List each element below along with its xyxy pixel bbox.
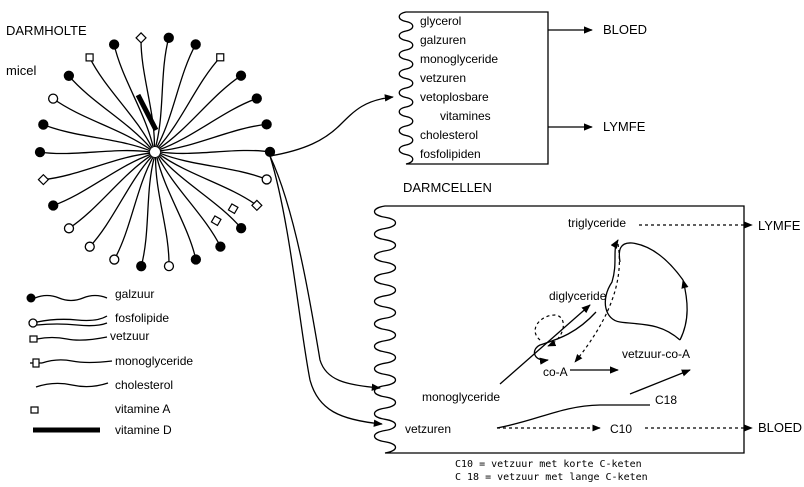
galzuur-head [64, 71, 73, 80]
galzuur-head [262, 120, 271, 129]
legend-item-monoglyceride: monoglyceride [30, 354, 193, 368]
galzuur-head [237, 224, 246, 233]
co-a-label: co-A [543, 365, 568, 379]
micelle-tail [160, 124, 267, 150]
fosfolipide-head [262, 175, 271, 184]
galzuur-head [252, 94, 261, 103]
darmcellen-label: DARMCELLEN [403, 180, 492, 195]
absorbed-item: galzuren [420, 33, 466, 47]
galzuur-head [216, 242, 225, 251]
micelle [36, 33, 275, 271]
legend-item-vetzuur: vetzuur [30, 329, 149, 343]
fosfolipide-head [49, 94, 58, 103]
vetzuur-co-a-label: vetzuur-co-A [622, 347, 690, 361]
fosfolipide-head [110, 255, 119, 264]
absorbed-item: vetoplosbare [420, 90, 489, 104]
legend-label: galzuur [115, 287, 154, 301]
micelle-tail [156, 38, 169, 147]
absorbed-item: vetzuren [420, 71, 466, 85]
micelle-tail [160, 150, 270, 153]
absorbed-list: glycerol galzuren monoglyceride vetzuren… [420, 14, 498, 161]
galzuur-head [164, 33, 173, 42]
footnote-c18: C 18 = vetzuur met lange C-keten [455, 472, 648, 483]
micelle-tail [141, 157, 154, 266]
absorbed-item: vitamines [440, 109, 491, 123]
micelle-tail [43, 153, 150, 179]
galzuur-head [49, 201, 58, 210]
legend-item-galzuur: galzuur [27, 287, 155, 303]
triglyceride-to-co-a-dashed-arrow [575, 244, 619, 362]
legend-item-vitamine-a: vitamine A [31, 402, 170, 416]
c18-label: C18 [655, 393, 677, 407]
lymfe-out-label: LYMFE [758, 218, 801, 233]
vitamine-a-square [228, 204, 238, 214]
diglyceride-loop-arrow [534, 312, 596, 360]
triglyceride-label: triglyceride [568, 216, 626, 230]
galzuur-head [36, 148, 45, 157]
footnote-c10: C10 = vetzuur met korte C-keten [455, 459, 642, 470]
micelle-tail [158, 156, 221, 246]
legend-label: vetzuur [110, 329, 149, 343]
vetzuur-head [252, 200, 262, 210]
absorbed-item: glycerol [420, 14, 461, 28]
c10-label: C10 [610, 422, 632, 436]
fosfolipide-head [85, 242, 94, 251]
micelle-tail [43, 125, 150, 151]
legend-label: cholesterol [115, 378, 173, 392]
micelle-tail [90, 156, 152, 247]
legend-item-fosfolipide: fosfolipide [29, 311, 169, 327]
micelle-tail [159, 98, 256, 149]
lymfe-label: LYMFE [603, 119, 646, 134]
monoglyceride-head [86, 54, 93, 61]
galzuur-head [191, 255, 200, 264]
bloed-label: BLOED [603, 22, 647, 37]
vetzuur-head [217, 54, 224, 61]
legend-label: vitamine A [115, 402, 170, 416]
micelle-branch-arrows [270, 97, 393, 424]
diglyceride-label: diglyceride [549, 289, 607, 303]
micelle-tail [160, 153, 267, 179]
micelle-tail [53, 154, 150, 205]
galzuur-head [137, 262, 146, 271]
absorbed-item: fosfolipiden [420, 147, 481, 161]
fosfolipide-head [64, 224, 73, 233]
loop-line [619, 243, 683, 280]
galzuur-head [110, 40, 119, 49]
micelle-tail [159, 155, 241, 228]
absorbed-item: monoglyceride [420, 52, 498, 66]
absorbed-box: glycerol galzuren monoglyceride vetzuren… [399, 12, 647, 164]
legend-label: fosfolipide [115, 311, 169, 325]
micelle-tail [40, 151, 150, 154]
absorbed-item: cholesterol [420, 128, 478, 142]
micelle-tail [158, 57, 220, 148]
micel-label: micel [6, 63, 36, 78]
c18-to-vetzuur-co-a-arrow [630, 370, 690, 394]
vetzuur-co-a-up-arrow [680, 280, 687, 340]
legend-label: vitamine D [115, 423, 172, 437]
legend-label: monoglyceride [115, 354, 193, 368]
galzuur-head [191, 40, 200, 49]
bloed-out-label: BLOED [758, 420, 802, 435]
vetzuren-label: vetzuren [405, 422, 451, 436]
intestinal-cell: triglyceride diglyceride co-A vetzuur-co… [375, 206, 803, 453]
diglyceride-to-triglyceride-arrow [605, 240, 680, 340]
galzuur-head [237, 71, 246, 80]
fosfolipide-head [164, 262, 173, 271]
galzuur-head [39, 120, 48, 129]
legend-item-vitamine-d: vitamine D [33, 423, 172, 437]
micelle-tail [69, 76, 151, 149]
darmholte-label: DARMHOLTE [6, 23, 87, 38]
legend-item-cholesterol: cholesterol [36, 378, 173, 392]
vitamine-a-square [211, 216, 221, 226]
vetzuur-head [38, 175, 48, 185]
legend: galzuur fosfolipide vetzuur monoglycerid… [27, 287, 194, 437]
monoglyceride-label: monoglyceride [422, 390, 500, 404]
vetzuur-head [136, 33, 146, 43]
